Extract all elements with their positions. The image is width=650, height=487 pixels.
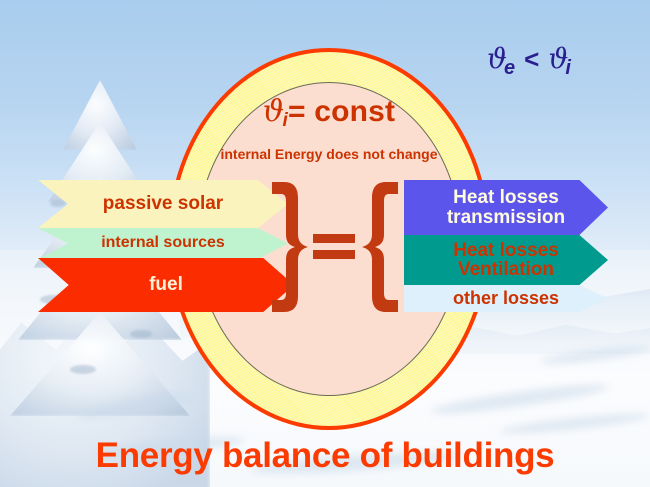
equals-sign-icon xyxy=(313,228,355,268)
internal-energy-caption: internal Energy does not change xyxy=(220,146,438,162)
arrow-label-heat-losses-transmission: Heat losses transmission xyxy=(447,188,565,227)
temperature-comparison: ϑe<ϑi xyxy=(487,42,637,80)
tree-speck xyxy=(40,295,64,304)
arrow-heat-losses-ventilation[interactable]: Heat losses Ventilation xyxy=(404,235,608,285)
equals-bar-bottom xyxy=(313,250,355,259)
label-line-2: transmission xyxy=(446,206,566,228)
arrow-label-internal-sources: internal sources xyxy=(101,234,225,252)
tree-speck xyxy=(50,200,66,207)
label-line-1: Heat losses xyxy=(453,239,559,261)
tree-speck xyxy=(130,330,152,338)
theta-subscript-e: e xyxy=(504,57,516,79)
theta-symbol-internal: ϑ xyxy=(548,42,569,75)
less-than-operator: < xyxy=(524,44,540,74)
theta-symbol-external: ϑ xyxy=(487,42,508,75)
arrow-passive-solar[interactable]: passive solar xyxy=(38,180,288,228)
label-line-1: Heat losses xyxy=(453,187,559,209)
arrow-label-passive-solar: passive solar xyxy=(102,193,224,215)
internal-temperature-equation: ϑi= const xyxy=(168,94,490,132)
equals-bar-top xyxy=(313,234,355,243)
arrow-label-fuel: fuel xyxy=(149,274,183,296)
arrow-heat-losses-transmission[interactable]: Heat losses transmission xyxy=(404,180,608,235)
arrow-label-other-losses: other losses xyxy=(452,288,560,309)
arrow-label-heat-losses-ventilation: Heat losses Ventilation xyxy=(453,239,559,280)
label-line-2: Ventilation xyxy=(457,259,555,280)
closing-brace-icon xyxy=(268,178,312,316)
arrow-other-losses[interactable]: other losses xyxy=(404,285,608,312)
theta-subscript-i: i xyxy=(282,110,288,131)
equation-rest: = const xyxy=(287,95,396,128)
slide-title: Energy balance of buildings xyxy=(95,436,555,475)
tree-speck xyxy=(70,365,96,374)
arrow-internal-sources[interactable]: internal sources xyxy=(38,228,288,259)
opening-brace-icon xyxy=(358,178,402,316)
arrow-fuel[interactable]: fuel xyxy=(38,258,294,312)
theta-symbol: ϑ xyxy=(262,94,285,129)
theta-subscript-i: i xyxy=(565,57,571,79)
